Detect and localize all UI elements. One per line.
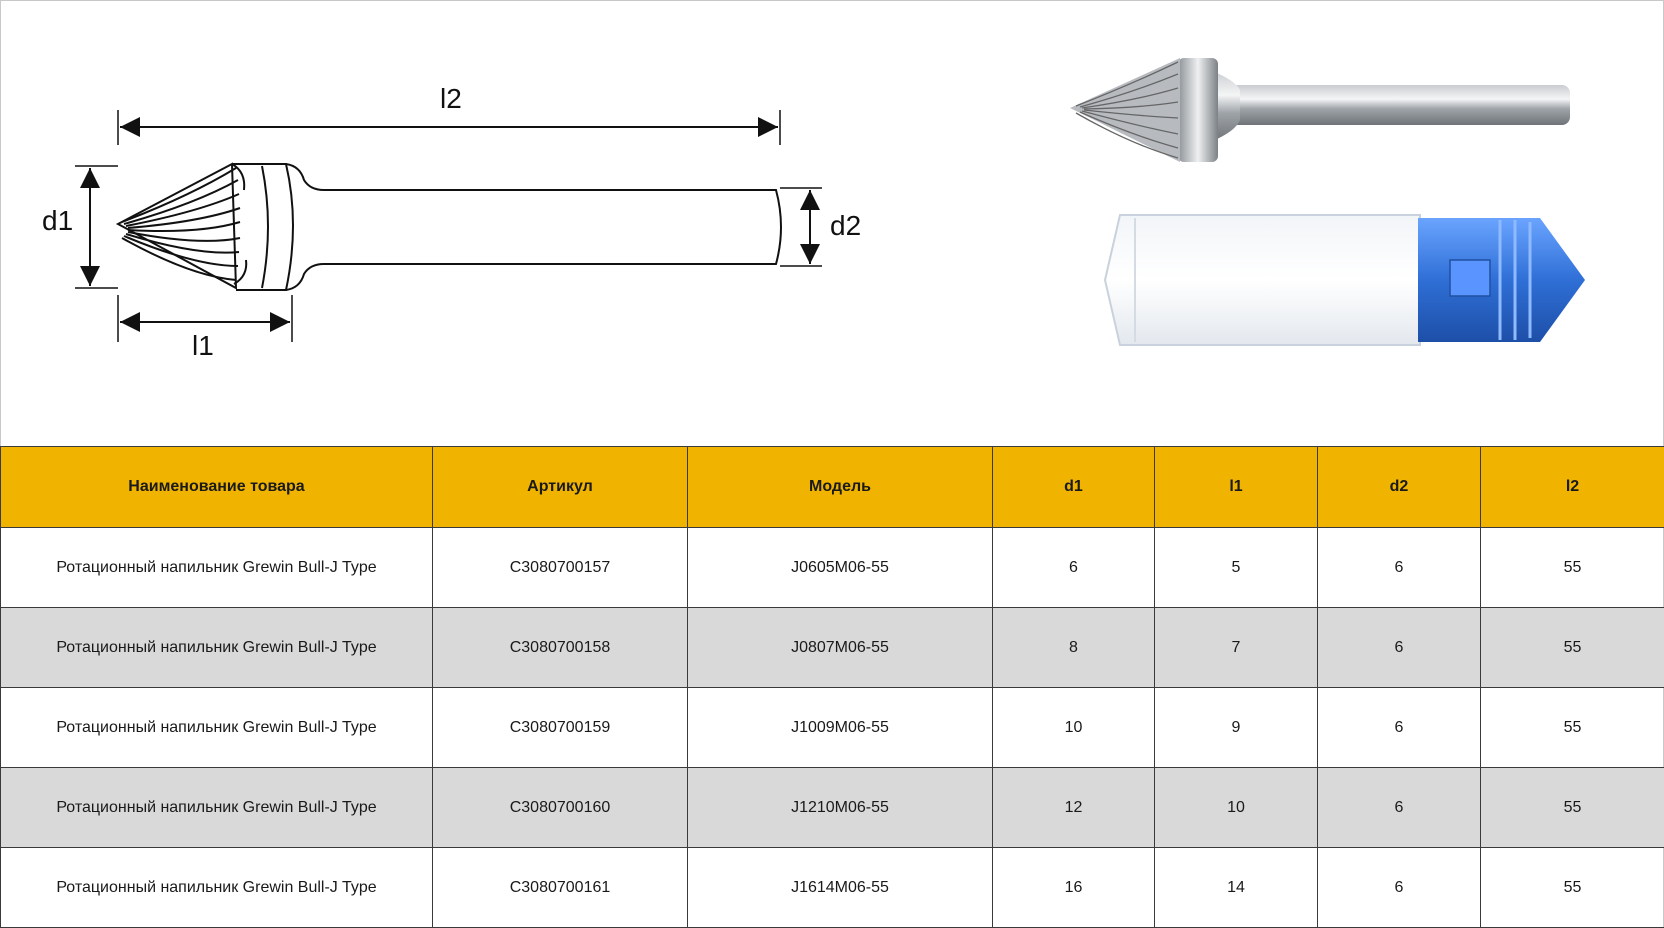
cell-l1: 7	[1154, 607, 1318, 688]
cell-article: C3080700158	[432, 607, 688, 688]
cell-model: J1210M06-55	[687, 767, 993, 848]
cell-product-name: Ротационный напильник Grewin Bull-J Type	[0, 847, 433, 928]
table-row: Ротационный напильник Grewin Bull-J Type…	[0, 767, 1664, 848]
cell-l2: 55	[1480, 687, 1664, 768]
cell-article: C3080700161	[432, 847, 688, 928]
burr-outline	[115, 162, 782, 291]
d1-label: d1	[42, 205, 73, 236]
header-model: Модель	[687, 446, 993, 528]
cell-d1: 6	[992, 527, 1155, 608]
header-product-name: Наименование товара	[0, 446, 433, 528]
table-row: Ротационный напильник Grewin Bull-J Type…	[0, 607, 1664, 688]
cell-d1: 16	[992, 847, 1155, 928]
cell-product-name: Ротационный напильник Grewin Bull-J Type	[0, 527, 433, 608]
header-article: Артикул	[432, 446, 688, 528]
cell-l2: 55	[1480, 527, 1664, 608]
technical-drawing: l2 d1 d2 l1	[0, 0, 960, 440]
cell-d1: 10	[992, 687, 1155, 768]
cell-model: J1009M06-55	[687, 687, 993, 768]
table-row: Ротационный напильник Grewin Bull-J Type…	[0, 527, 1664, 608]
cell-d2: 6	[1317, 687, 1481, 768]
header-l2: l2	[1480, 446, 1664, 528]
cell-product-name: Ротационный напильник Grewin Bull-J Type	[0, 687, 433, 768]
cell-product-name: Ротационный напильник Grewin Bull-J Type	[0, 767, 433, 848]
header-d1: d1	[992, 446, 1155, 528]
cell-model: J1614M06-55	[687, 847, 993, 928]
d2-label: d2	[830, 210, 861, 241]
cell-d1: 8	[992, 607, 1155, 688]
cell-d2: 6	[1317, 767, 1481, 848]
burr-dimension-drawing: l2 d1 d2 l1	[42, 83, 861, 361]
cell-article: C3080700157	[432, 527, 688, 608]
table-row: Ротационный напильник Grewin Bull-J Type…	[0, 687, 1664, 768]
cell-article: C3080700160	[432, 767, 688, 848]
cell-l1: 9	[1154, 687, 1318, 768]
header-l1: l1	[1154, 446, 1318, 528]
cell-article: C3080700159	[432, 687, 688, 768]
cell-l1: 14	[1154, 847, 1318, 928]
specification-table: Наименование товара Артикул Модель d1 l1…	[0, 446, 1664, 928]
burr-photo	[1060, 40, 1580, 180]
table-row: Ротационный напильник Grewin Bull-J Type…	[0, 847, 1664, 928]
cell-d1: 12	[992, 767, 1155, 848]
cell-l1: 5	[1154, 527, 1318, 608]
cell-l2: 55	[1480, 767, 1664, 848]
cell-model: J0807M06-55	[687, 607, 993, 688]
cell-l2: 55	[1480, 847, 1664, 928]
header-d2: d2	[1317, 446, 1481, 528]
table-header-row: Наименование товара Артикул Модель d1 l1…	[0, 446, 1664, 528]
l2-label: l2	[440, 83, 462, 114]
cell-l1: 10	[1154, 767, 1318, 848]
cell-product-name: Ротационный напильник Grewin Bull-J Type	[0, 607, 433, 688]
cell-l2: 55	[1480, 607, 1664, 688]
cell-model: J0605M06-55	[687, 527, 993, 608]
packaging-box-photo	[1100, 210, 1590, 350]
l1-label: l1	[192, 330, 214, 361]
cell-d2: 6	[1317, 527, 1481, 608]
cell-d2: 6	[1317, 607, 1481, 688]
cell-d2: 6	[1317, 847, 1481, 928]
